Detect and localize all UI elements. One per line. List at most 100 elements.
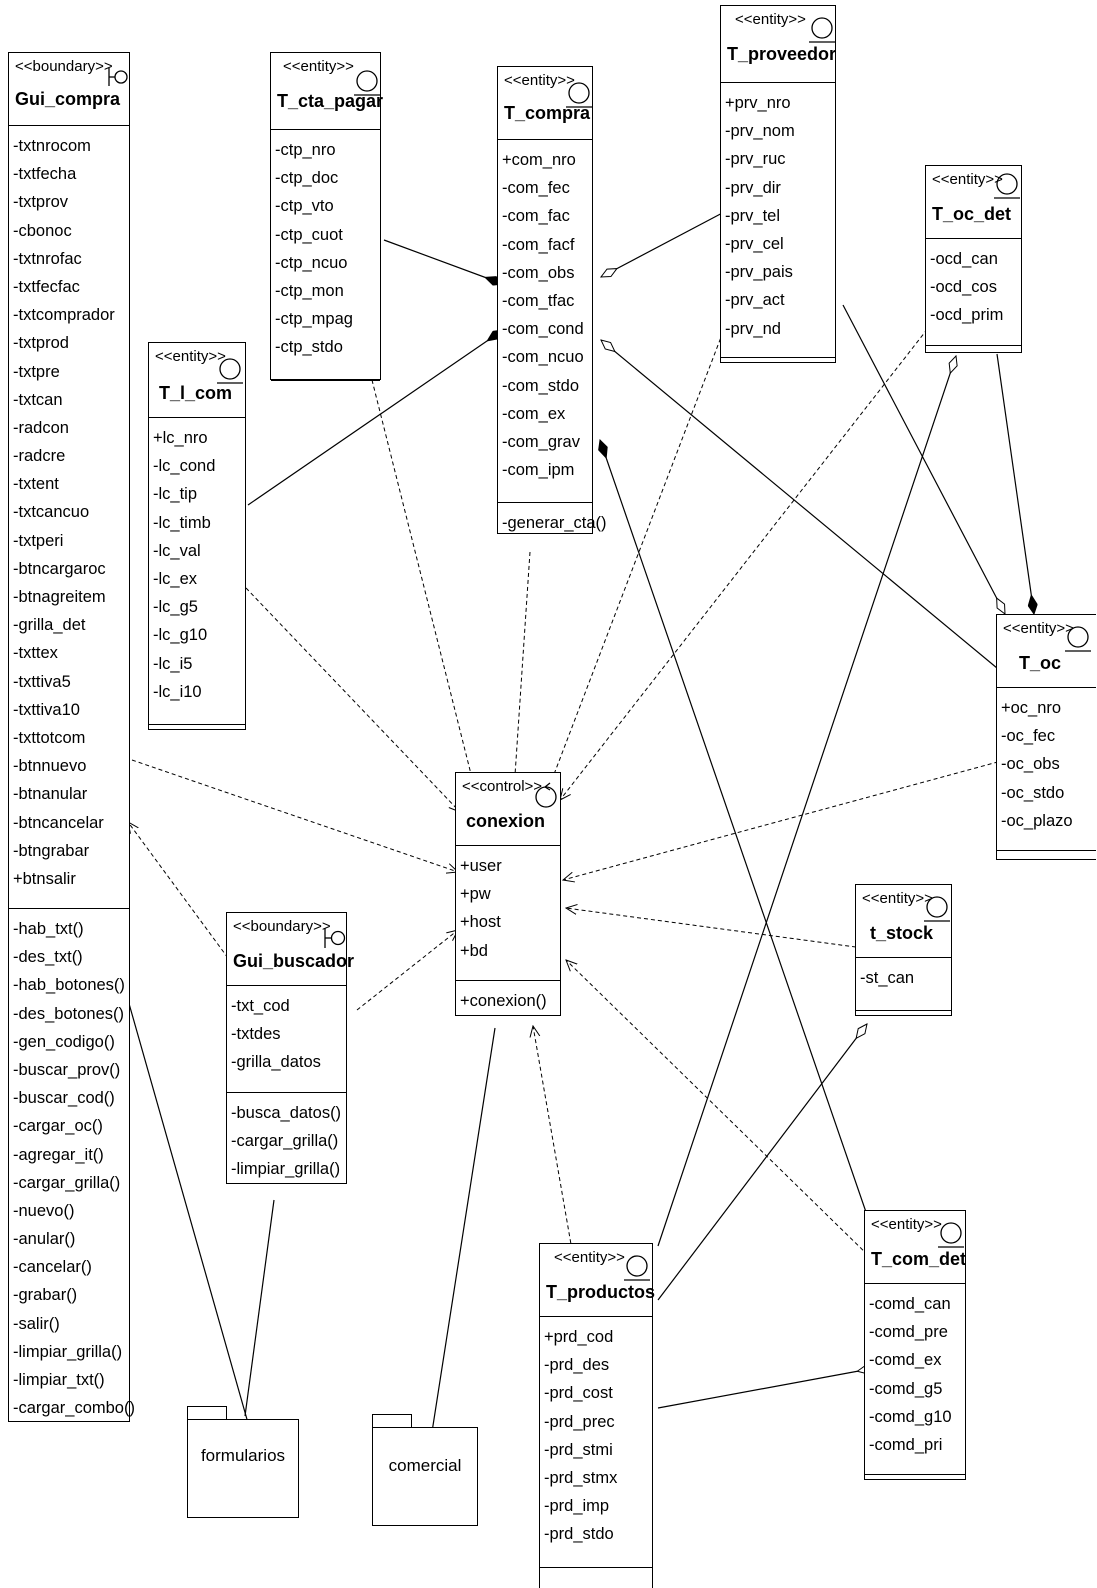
attribute-list: +lc_nro-lc_cond-lc_tip-lc_timb-lc_val-lc… bbox=[153, 424, 245, 706]
attribute-item: -com_grav bbox=[502, 432, 580, 451]
attributes-section: +user+pw+host+bd bbox=[456, 846, 560, 981]
attribute-item: +btnsalir bbox=[13, 869, 76, 888]
attributes-section: -ocd_can-ocd_cos-ocd_prim bbox=[926, 239, 1021, 346]
attribute-item: -comd_pri bbox=[869, 1435, 943, 1454]
attribute-item: -com_stdo bbox=[502, 376, 580, 395]
package-comercial[interactable]: comercial bbox=[372, 1414, 478, 1526]
attribute-item: -com_tfac bbox=[502, 291, 575, 310]
dep-stock-conexion bbox=[566, 908, 864, 949]
class-conexion[interactable]: <<control>> conexion +user+pw+host+bd +c… bbox=[455, 772, 561, 1016]
entity-icon bbox=[1065, 626, 1091, 652]
operation-item: -cancelar() bbox=[13, 1258, 92, 1277]
attribute-item: -txtcan bbox=[13, 390, 63, 409]
attribute-item: -grilla_det bbox=[13, 616, 86, 635]
control-icon bbox=[535, 782, 557, 808]
attribute-item: +bd bbox=[460, 941, 488, 960]
class-t-l-com[interactable]: <<entity>> T_l_com +lc_nro-lc_cond-lc_ti… bbox=[148, 342, 246, 730]
attribute-item: -prd_stdo bbox=[544, 1525, 614, 1544]
agg-productos-stock bbox=[657, 1024, 867, 1301]
class-name: T_cta_pagar bbox=[277, 91, 384, 111]
attribute-item: -radcre bbox=[13, 447, 66, 466]
comp-com-det-compra bbox=[600, 440, 878, 1245]
attribute-item: +prv_nro bbox=[725, 94, 791, 112]
operation-item: -busca_datos() bbox=[231, 1104, 342, 1122]
attribute-item: -oc_plazo bbox=[1001, 811, 1073, 830]
stereotype: <<entity>> bbox=[862, 890, 933, 907]
class-gui-compra[interactable]: <<boundary>> Gui_compra -txtnrocom-txtfe… bbox=[8, 52, 135, 1422]
attribute-item: -ctp_nro bbox=[275, 141, 336, 159]
class-name: T_compra bbox=[504, 103, 591, 123]
stereotype: <<entity>> bbox=[155, 348, 226, 365]
dep-compra-conexion bbox=[514, 551, 531, 790]
comp-l-com-compra bbox=[247, 330, 503, 506]
attribute-list: +prv_nro-prv_nom-prv_ruc-prv_dir-prv_tel… bbox=[725, 89, 835, 343]
attribute-item: -lc_tip bbox=[153, 485, 198, 504]
attribute-item: -txtcancuo bbox=[13, 503, 90, 522]
class-t-cta-pagar[interactable]: <<entity>> T_cta_pagar -ctp_nro-ctp_doc-… bbox=[270, 52, 384, 381]
attribute-item: -ocd_cos bbox=[930, 278, 997, 297]
attribute-item: -prd_prec bbox=[544, 1412, 615, 1431]
attribute-item: -lc_timb bbox=[153, 513, 211, 532]
dep-cta-pagar-conexion bbox=[371, 379, 475, 790]
attributes-section: -st_can bbox=[856, 958, 951, 1011]
attribute-item: -btnagreitem bbox=[13, 588, 106, 606]
dep-proveedor-conexion bbox=[548, 331, 724, 790]
operations-section bbox=[540, 1568, 652, 1578]
attribute-item: -ocd_prim bbox=[930, 306, 1004, 325]
pkg-link-gui-buscador-formularios bbox=[244, 1199, 275, 1417]
package-body: formularios bbox=[187, 1419, 299, 1518]
entity-icon bbox=[217, 358, 243, 384]
attribute-list: +oc_nro-oc_fec-oc_obs-oc_stdo-oc_plazo bbox=[1001, 694, 1096, 835]
attributes-section: -comd_can-comd_pre-comd_ex-comd_g5-comd_… bbox=[865, 1284, 965, 1475]
attributes-section: +lc_nro-lc_cond-lc_tip-lc_timb-lc_val-lc… bbox=[149, 418, 245, 725]
class-gui-buscador[interactable]: <<boundary>> Gui_buscador -txt_cod-txtde… bbox=[226, 912, 354, 1184]
operation-item: -gen_codigo() bbox=[13, 1032, 115, 1051]
attribute-item: -oc_stdo bbox=[1001, 783, 1065, 802]
class-name: T_proveedor bbox=[727, 44, 837, 64]
attribute-item: -btngrabar bbox=[13, 841, 90, 860]
attribute-list: -ctp_nro-ctp_doc-ctp_vto-ctp_cuot-ctp_nc… bbox=[275, 136, 380, 362]
attributes-section: +prv_nro-prv_nom-prv_ruc-prv_dir-prv_tel… bbox=[721, 83, 835, 358]
class-t-oc[interactable]: <<entity>> T_oc +oc_nro-oc_fec-oc_obs-oc… bbox=[996, 614, 1096, 860]
class-t-oc-det[interactable]: <<entity>> T_oc_det -ocd_can-ocd_cos-ocd… bbox=[925, 165, 1022, 353]
operation-list: +conexion() bbox=[460, 987, 560, 1015]
operation-item: -limpiar_txt() bbox=[13, 1371, 105, 1389]
operation-item: -grabar() bbox=[13, 1286, 78, 1305]
attribute-item: -ctp_vto bbox=[275, 197, 334, 216]
attribute-item: -com_facf bbox=[502, 235, 575, 254]
class-t-compra[interactable]: <<entity>> T_compra +com_nro-com_fec-com… bbox=[497, 66, 607, 534]
class-name: T_productos bbox=[546, 1282, 656, 1302]
attribute-item: +pw bbox=[460, 885, 491, 904]
operation-item: -buscar_prov() bbox=[13, 1060, 121, 1079]
package-body: comercial bbox=[372, 1427, 478, 1526]
comp-oc-det-oc bbox=[996, 353, 1034, 614]
operation-list: -busca_datos()-cargar_grilla()-limpiar_g… bbox=[231, 1099, 346, 1184]
package-tab bbox=[372, 1414, 412, 1428]
class-name: T_com_det bbox=[871, 1249, 967, 1269]
operation-item: -cargar_grilla() bbox=[231, 1132, 339, 1151]
attribute-item: -txtnrocom bbox=[13, 137, 91, 155]
attribute-item: -prd_cost bbox=[544, 1384, 613, 1403]
attribute-item: +oc_nro bbox=[1001, 699, 1062, 717]
attribute-item: -prv_ruc bbox=[725, 150, 786, 169]
attribute-item: -txttiva10 bbox=[13, 700, 80, 719]
operations-section: -generar_cta() bbox=[498, 503, 607, 541]
entity-icon bbox=[938, 1222, 964, 1248]
attributes-section: -txtnrocom-txtfecha-txtprov-cbonoc-txtnr… bbox=[9, 126, 129, 909]
class-t-stock[interactable]: <<entity>> t_stock -st_can bbox=[855, 884, 952, 1016]
attribute-item: -ctp_ncuo bbox=[275, 253, 348, 272]
class-t-proveedor[interactable]: <<entity>> T_proveedor +prv_nro-prv_nom-… bbox=[720, 5, 836, 363]
dep-gui-compra-conexion bbox=[131, 759, 458, 872]
attribute-item: -com_obs bbox=[502, 263, 575, 282]
attribute-item: -btnanular bbox=[13, 785, 88, 804]
class-t-com-det[interactable]: <<entity>> T_com_det -comd_can-comd_pre-… bbox=[864, 1210, 966, 1480]
operations-section bbox=[926, 346, 1021, 356]
attribute-item: -txtprod bbox=[13, 334, 69, 353]
attribute-item: -lc_val bbox=[153, 541, 201, 560]
operation-item: -limpiar_grilla() bbox=[13, 1342, 123, 1361]
attribute-item: -txttex bbox=[13, 644, 58, 663]
attribute-item: -txtperi bbox=[13, 531, 64, 550]
package-formularios[interactable]: formularios bbox=[187, 1406, 299, 1518]
class-t-productos[interactable]: <<entity>> T_productos +prd_cod-prd_des-… bbox=[539, 1243, 656, 1588]
attribute-item: -comd_ex bbox=[869, 1351, 942, 1370]
